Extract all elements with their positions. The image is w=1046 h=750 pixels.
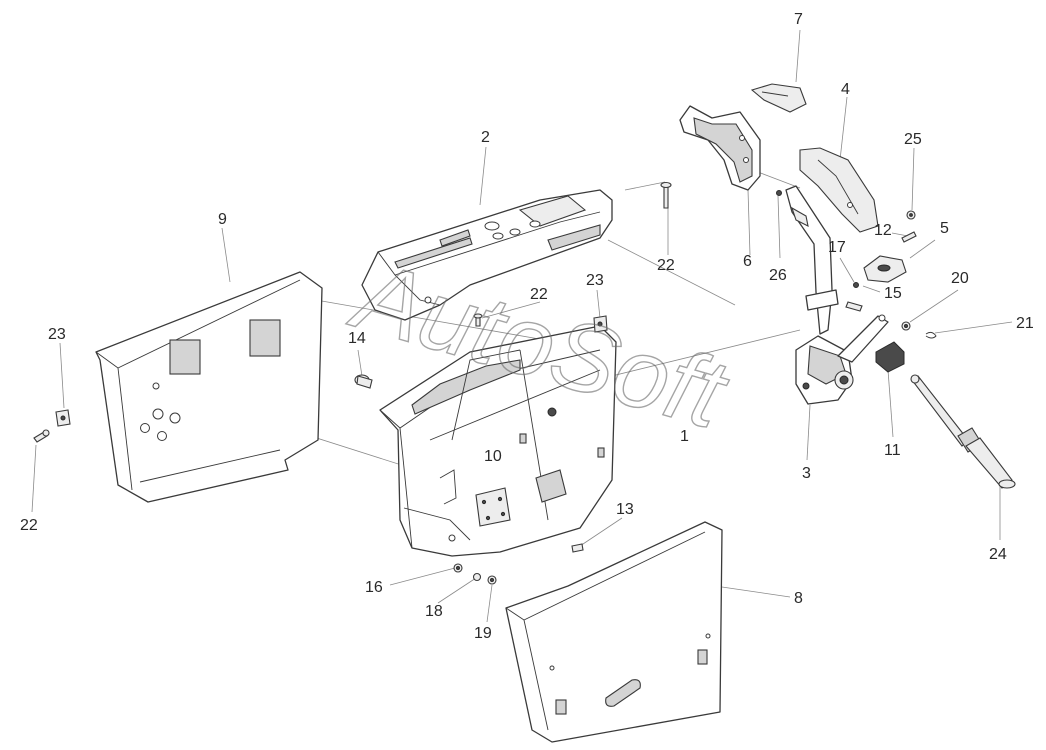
- ball-15: [853, 282, 859, 288]
- plug-14: [354, 374, 373, 389]
- clip-left: [55, 409, 71, 427]
- lever-assembly: [785, 185, 889, 405]
- clip-23-mid: [593, 315, 608, 333]
- cable-24: [910, 374, 1016, 489]
- callout-8: 8: [794, 590, 803, 607]
- callout-16: 16: [365, 579, 383, 596]
- top-cover: [361, 189, 613, 321]
- callout-2: 2: [481, 129, 490, 146]
- pin-12: [901, 231, 917, 243]
- nut-25: [906, 210, 916, 220]
- pin-17: [845, 301, 863, 312]
- callout-18: 18: [425, 603, 443, 620]
- callout-9: 9: [218, 211, 227, 228]
- callout-22-mid: 22: [530, 286, 548, 303]
- handle-grip: [750, 83, 807, 113]
- bolt-26: [776, 190, 782, 196]
- callout-20: 20: [951, 270, 969, 287]
- clip-21: [925, 331, 937, 339]
- callout-15: 15: [884, 285, 902, 302]
- callout-17: 17: [828, 239, 846, 256]
- nut-19: [487, 575, 497, 585]
- block-11: [875, 341, 905, 373]
- callout-6: 6: [743, 253, 752, 270]
- callout-14: 14: [348, 330, 366, 347]
- callout-19: 19: [474, 625, 492, 642]
- callout-26: 26: [769, 267, 787, 284]
- callout-21: 21: [1016, 315, 1034, 332]
- callout-labels: 1 2 3 4 5 6 7 8 9 10 11 12 13 14 15 16 1…: [20, 11, 1034, 642]
- screw-13: [571, 543, 584, 553]
- callout-23-mid: 23: [586, 272, 604, 289]
- side-panel-right: [505, 521, 723, 743]
- callout-1: 1: [680, 428, 689, 445]
- callout-4: 4: [841, 81, 850, 98]
- bolt-22-mid: [473, 313, 483, 327]
- callout-7: 7: [794, 11, 803, 28]
- callout-22-left: 22: [20, 517, 38, 534]
- callout-13: 13: [616, 501, 634, 518]
- callout-5: 5: [940, 220, 949, 237]
- callout-3: 3: [802, 465, 811, 482]
- callout-25: 25: [904, 131, 922, 148]
- callout-22-top: 22: [657, 257, 675, 274]
- screw-left: [33, 429, 50, 443]
- callout-12: 12: [874, 222, 892, 239]
- lever-boot: [799, 147, 879, 233]
- nut-16: [453, 563, 463, 573]
- side-panel-left: [95, 271, 323, 503]
- nut-20: [901, 321, 911, 331]
- callout-10: 10: [484, 448, 502, 465]
- knob-5: [863, 255, 907, 283]
- callout-11: 11: [884, 442, 901, 459]
- callout-24: 24: [989, 546, 1007, 563]
- bolt-22-top: [660, 181, 672, 209]
- callout-23-left: 23: [48, 326, 66, 343]
- main-frame: [379, 325, 617, 557]
- washer-18: [472, 572, 482, 582]
- trim-bracket: [679, 105, 761, 191]
